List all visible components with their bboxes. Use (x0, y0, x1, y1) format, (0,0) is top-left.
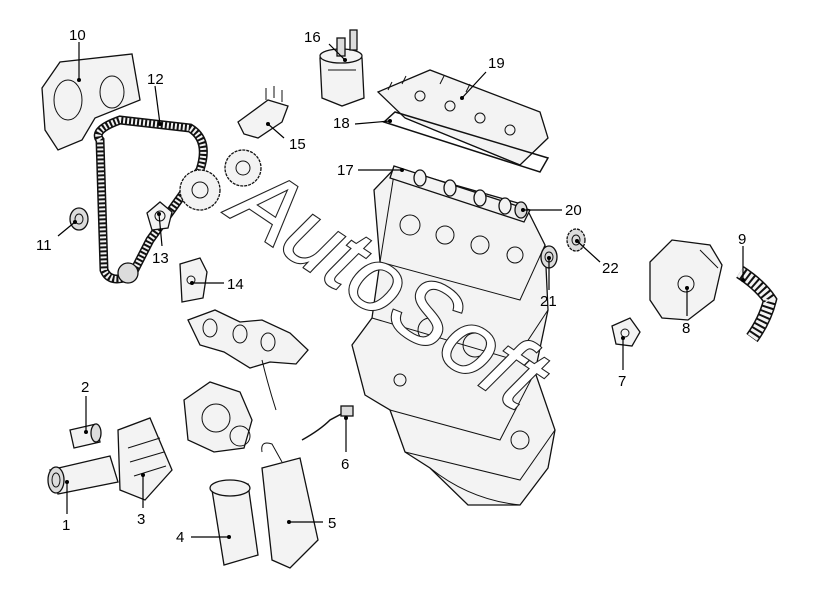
terminal-bracket (237, 86, 289, 139)
idler-pulley (69, 207, 89, 231)
ignition-coil (319, 29, 365, 107)
callout-20: 20 (565, 202, 582, 219)
callout-15: 15 (289, 136, 306, 153)
callout-18: 18 (333, 115, 350, 132)
oxygen-sensor (301, 405, 354, 441)
camshaft (389, 165, 531, 223)
callout-17: 17 (337, 162, 354, 179)
callout-labels: 1 2 3 4 5 6 7 8 9 10 11 12 13 14 15 16 1… (36, 27, 746, 546)
valve-cover-gasket (382, 111, 550, 173)
catalytic-converter (209, 479, 259, 566)
callout-4: 4 (176, 529, 184, 546)
callout-22: 22 (602, 260, 619, 277)
timing-belt (93, 115, 208, 284)
callout-7: 7 (618, 373, 626, 390)
callout-21: 21 (540, 293, 557, 310)
callout-19: 19 (488, 55, 505, 72)
coupling-sleeve (69, 423, 102, 449)
cylinder-head-cover (376, 69, 549, 166)
heat-shield (117, 417, 173, 501)
temperature-sensor (611, 317, 641, 347)
camshaft-pulleys (179, 149, 262, 211)
engine-bracket (179, 257, 208, 303)
coolant-hose (736, 266, 778, 343)
timing-cover-plate (41, 53, 141, 151)
callout-12: 12 (147, 71, 164, 88)
exhaust-manifold (187, 309, 309, 411)
callout-5: 5 (328, 515, 336, 532)
callout-2: 2 (81, 379, 89, 396)
callout-11: 11 (36, 237, 52, 254)
callout-14: 14 (227, 276, 244, 293)
thermostat-housing (649, 239, 723, 321)
engine-block (351, 167, 556, 506)
callout-10: 10 (69, 27, 86, 44)
callout-8: 8 (682, 320, 690, 337)
flexible-pipe (47, 455, 119, 495)
callout-3: 3 (137, 511, 145, 528)
callout-9: 9 (738, 231, 746, 248)
callout-16: 16 (304, 29, 321, 46)
catalytic-converter-with-pipe (261, 442, 319, 569)
callout-1: 1 (62, 517, 70, 534)
callout-13: 13 (152, 250, 169, 267)
turbocharger (183, 381, 253, 453)
callout-6: 6 (341, 456, 349, 473)
leader-lines (57, 42, 745, 539)
